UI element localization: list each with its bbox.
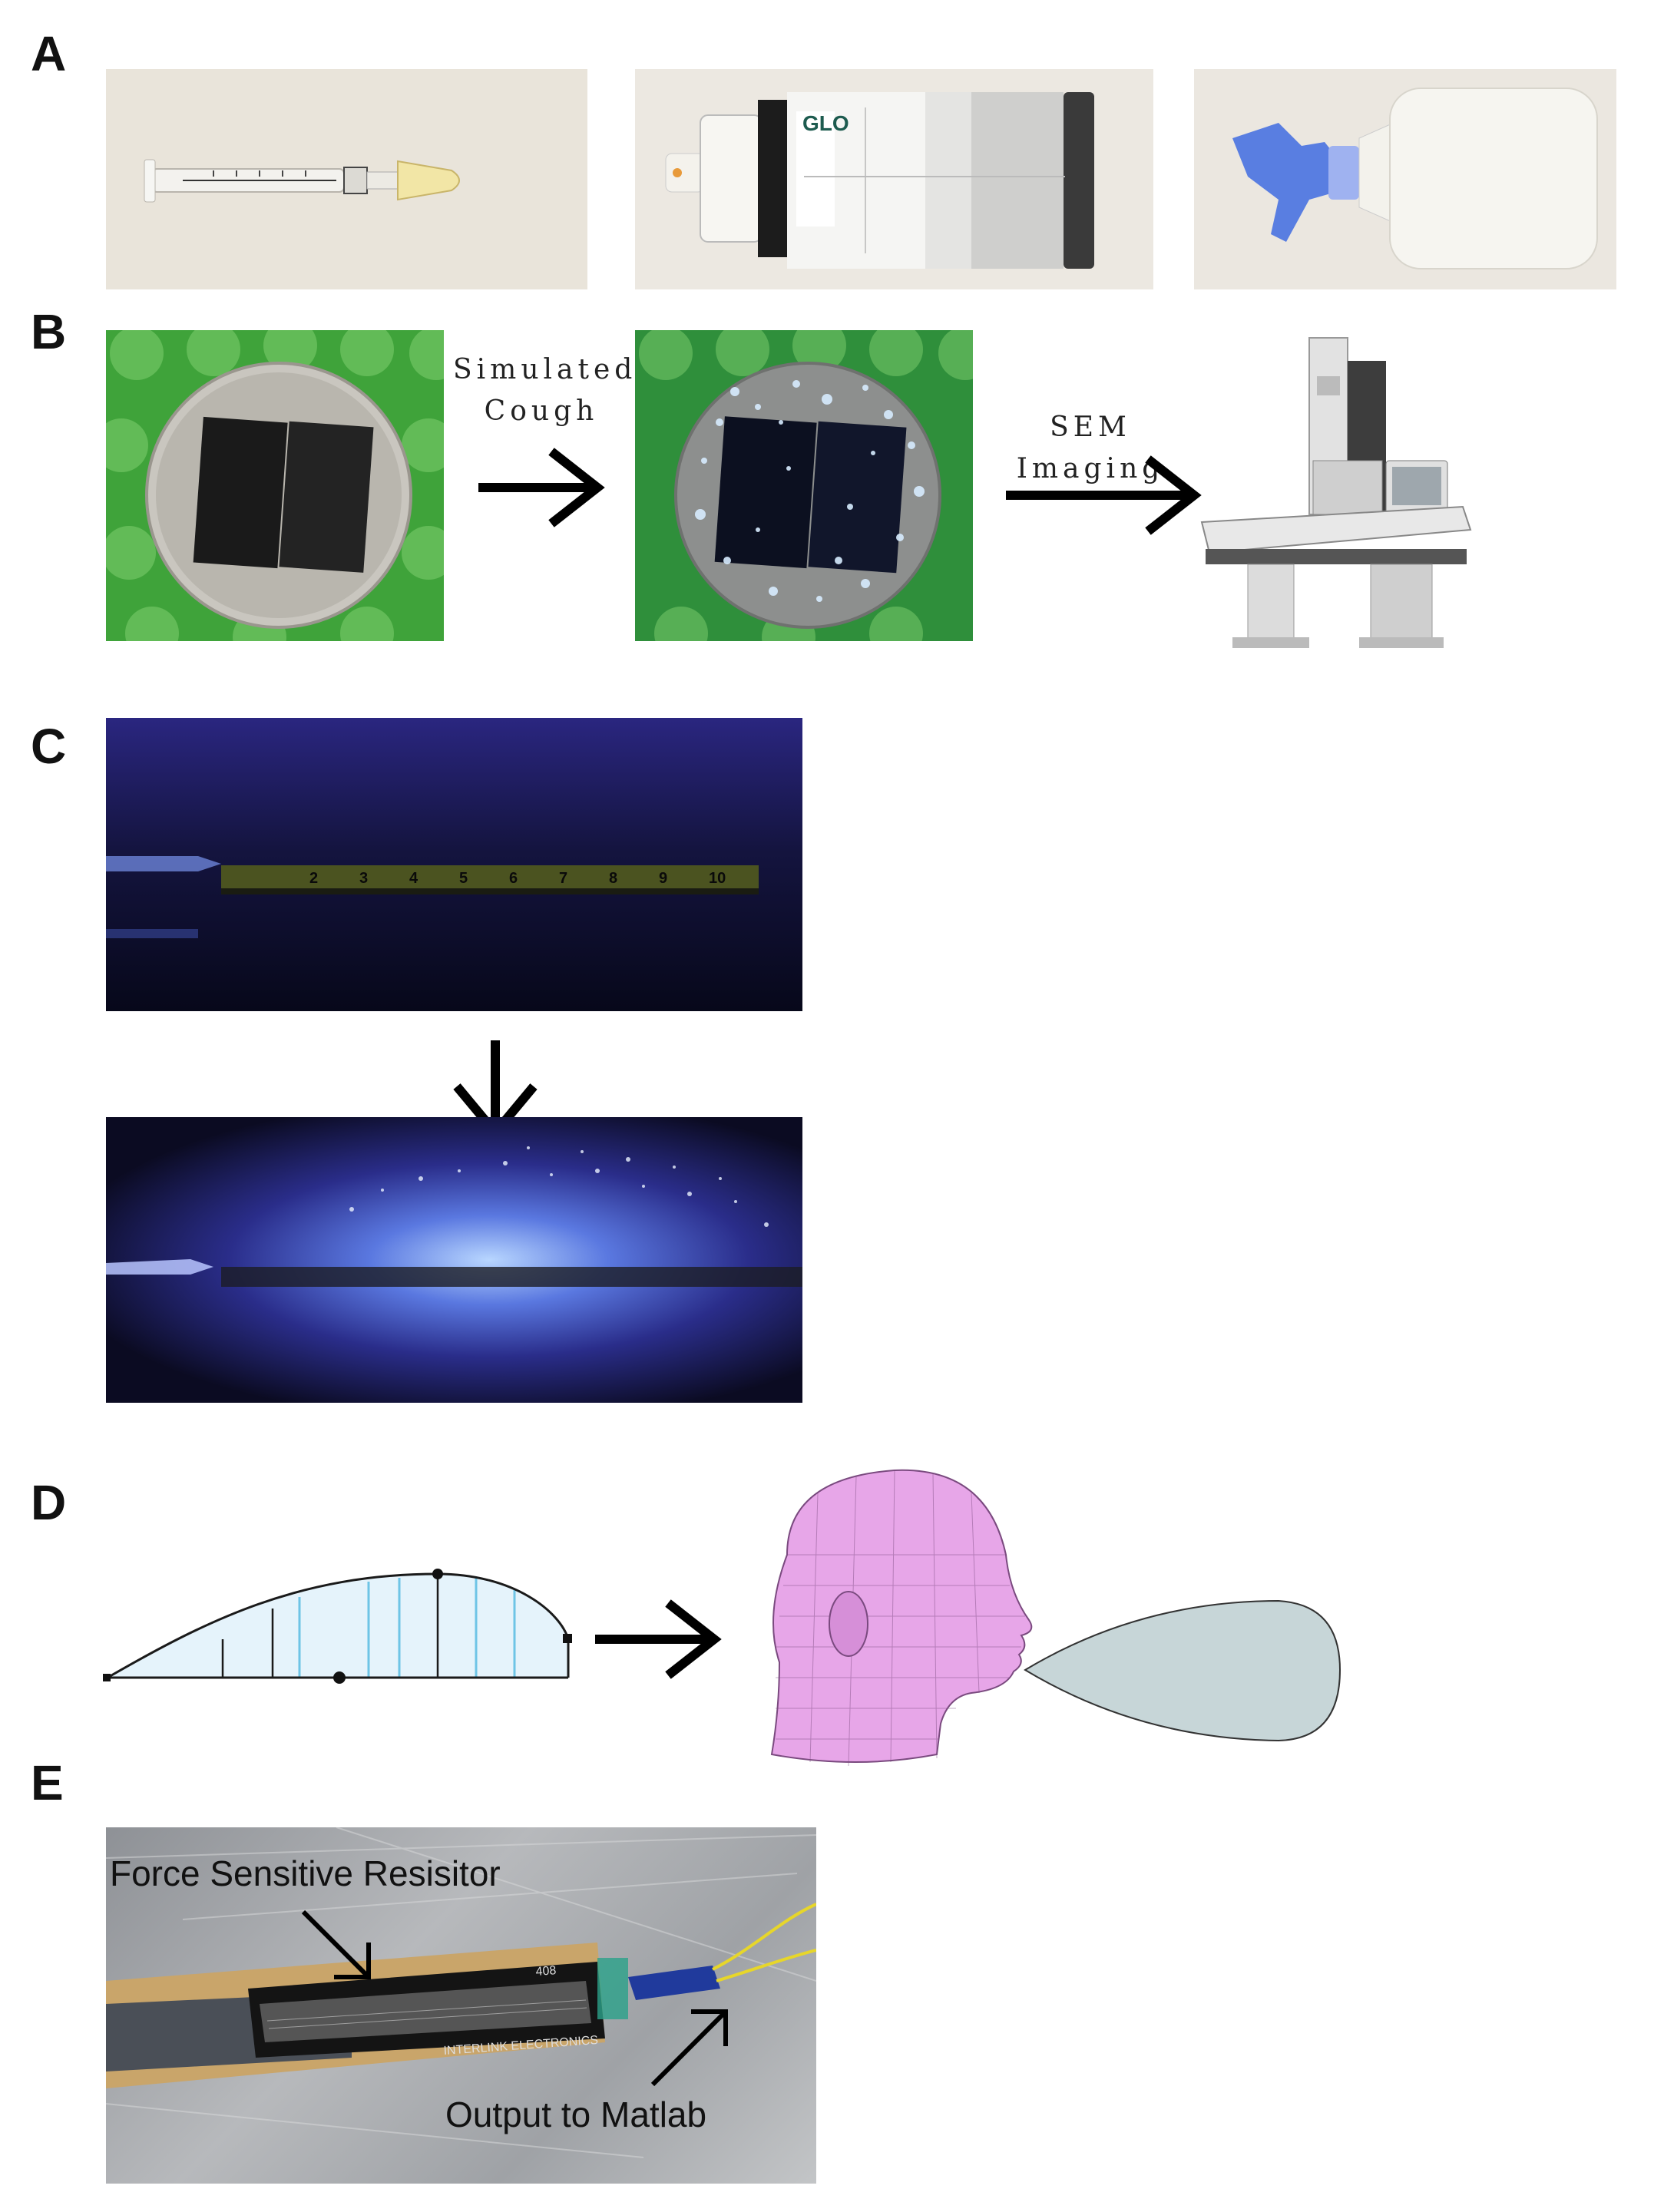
panel-letter-c: C xyxy=(31,719,67,774)
simulated-cough-caption: Simulated Cough xyxy=(453,349,637,432)
arrow-diagonal-icon xyxy=(650,2009,728,2087)
syringe-photo xyxy=(106,69,587,289)
output-label: Output to Matlab xyxy=(445,2095,707,2134)
panel-letter-e: E xyxy=(31,1755,64,1810)
ruler-tick: 6 xyxy=(509,870,518,887)
spray-can-photo: GLO xyxy=(635,69,1153,289)
ruler-tick: 10 xyxy=(709,870,726,887)
head-mesh-icon xyxy=(770,1469,1341,1767)
uv-before-photo: 2 3 4 5 6 7 8 9 10 xyxy=(106,718,802,1011)
uv-after-photo xyxy=(106,1117,802,1403)
ruler-tick: 2 xyxy=(309,870,318,887)
velocity-profile-diagram xyxy=(103,1569,572,1684)
panel-letter-a: A xyxy=(31,26,67,81)
sensor-model-text: 408 xyxy=(535,1964,557,1979)
spray-bottle-photo xyxy=(1194,69,1616,289)
ruler-tick: 4 xyxy=(409,870,418,887)
caption-line-2: Cough xyxy=(484,395,599,427)
ruler-tick: 8 xyxy=(609,870,617,887)
spray-can-icon: GLO xyxy=(665,92,1094,269)
bottle-label-text: GLO xyxy=(802,111,849,135)
ruler-tick: 5 xyxy=(459,870,468,887)
sample-stub-before-photo xyxy=(106,330,444,641)
sample-stub-after-photo xyxy=(635,330,973,641)
force-sensor-photo: INTERLINK ELECTRONICS 408 xyxy=(106,1827,816,2184)
panel-letter-d: D xyxy=(31,1475,67,1530)
syringe-icon xyxy=(144,159,460,203)
arrow-right-icon xyxy=(1006,455,1202,535)
arrow-diagonal-icon xyxy=(301,1909,371,1979)
spray-bottle-icon xyxy=(1232,88,1598,269)
sensor-label: Force Sensitive Resisitor xyxy=(110,1853,501,1893)
panel-letter-b: B xyxy=(31,304,67,359)
ruler-tick: 9 xyxy=(659,870,667,887)
caption-line-1: Simulated xyxy=(453,354,637,385)
microscope-icon xyxy=(1200,337,1472,648)
arrow-right-icon xyxy=(478,448,605,527)
ruler-tick: 3 xyxy=(359,870,368,887)
ruler-tick: 7 xyxy=(559,870,567,887)
arrow-right-icon xyxy=(595,1599,722,1679)
sem-imaging-caption: SEM Imaging xyxy=(1016,412,1165,484)
